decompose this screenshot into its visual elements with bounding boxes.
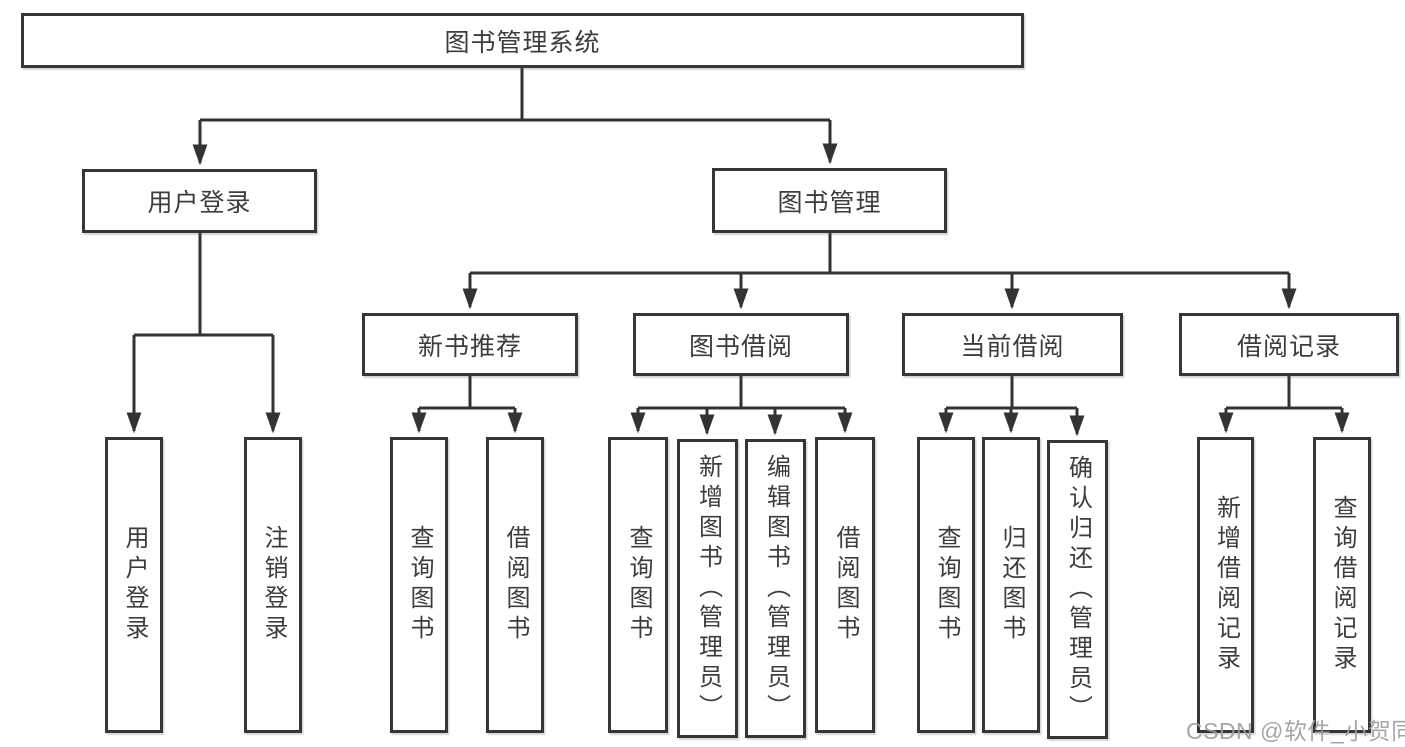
leaf-current-return-label: 归还图书	[998, 525, 1025, 645]
leaf-record-add: 新增借阅记录	[1197, 437, 1254, 733]
node-current-borrow-label: 当前借阅	[960, 332, 1065, 361]
csdn-watermark: CSDN @软件_小贺同学	[1186, 718, 1405, 744]
leaf-borrow-add-admin-label: 新增图书（管理员）	[694, 453, 722, 724]
node-book-management: 图书管理	[712, 168, 947, 233]
leaf-user-login-label: 用户登录	[121, 525, 148, 645]
leaf-newbook-query-label: 查询图书	[406, 525, 433, 645]
leaf-borrow-edit-admin-label: 编辑图书（管理员）	[762, 453, 790, 724]
leaf-record-query-label: 查询借阅记录	[1329, 495, 1356, 675]
node-borrow-records: 借阅记录	[1179, 313, 1399, 376]
node-user-login-label: 用户登录	[147, 189, 252, 217]
leaf-borrow-query-label: 查询图书	[625, 525, 652, 645]
leaf-borrow-book-label: 借阅图书	[832, 525, 859, 645]
leaf-borrow-book: 借阅图书	[815, 437, 875, 733]
leaf-user-login: 用户登录	[105, 437, 163, 733]
leaf-current-query-label: 查询图书	[933, 525, 960, 645]
leaf-borrow-add-admin: 新增图书（管理员）	[677, 439, 738, 738]
leaf-borrow-query: 查询图书	[608, 437, 668, 733]
leaf-record-add-label: 新增借阅记录	[1212, 495, 1240, 675]
node-new-book-recommend-label: 新书推荐	[417, 332, 522, 361]
leaf-current-return: 归还图书	[982, 437, 1040, 733]
node-root: 图书管理系统	[21, 13, 1024, 68]
node-root-label: 图书管理系统	[444, 28, 601, 57]
leaf-current-confirm-admin-label: 确认归还（管理员）	[1064, 454, 1092, 725]
leaf-newbook-query: 查询图书	[390, 437, 448, 733]
leaf-logout-label: 注销登录	[260, 525, 287, 645]
node-book-borrow-label: 图书借阅	[688, 332, 793, 361]
node-book-management-label: 图书管理	[777, 188, 882, 217]
node-user-login: 用户登录	[82, 169, 317, 233]
leaf-newbook-borrow: 借阅图书	[486, 437, 544, 733]
leaf-logout: 注销登录	[244, 437, 302, 733]
leaf-newbook-borrow-label: 借阅图书	[502, 525, 529, 645]
leaf-borrow-edit-admin: 编辑图书（管理员）	[745, 439, 806, 738]
node-book-borrow: 图书借阅	[633, 313, 849, 376]
leaf-record-query: 查询借阅记录	[1313, 437, 1371, 733]
leaf-current-confirm-admin: 确认归还（管理员）	[1047, 440, 1108, 739]
node-current-borrow: 当前借阅	[902, 313, 1123, 376]
node-new-book-recommend: 新书推荐	[362, 313, 578, 376]
node-borrow-records-label: 借阅记录	[1236, 332, 1341, 361]
leaf-current-query: 查询图书	[917, 437, 975, 733]
